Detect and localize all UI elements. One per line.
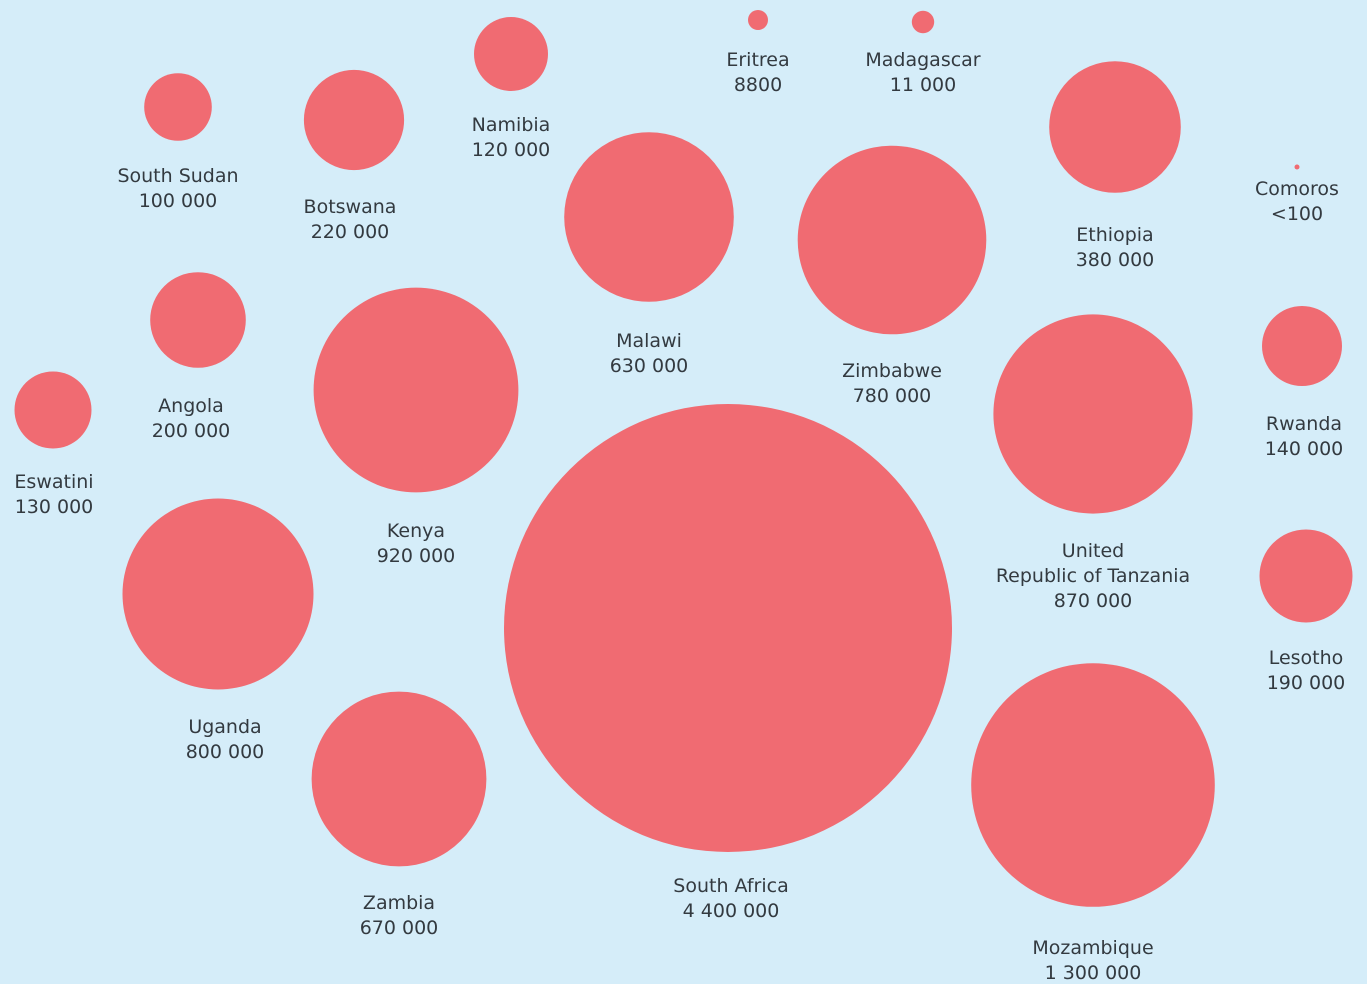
bubble-value-label-rwanda: 140 000 xyxy=(1265,438,1344,460)
bubble-circle-uganda xyxy=(122,498,314,690)
bubble-value-label-zimbabwe: 780 000 xyxy=(853,385,932,407)
bubble-botswana: Botswana 220 000 xyxy=(303,69,405,243)
bubble-value-label-united-republic-of-tanzania: 870 000 xyxy=(1054,590,1133,612)
bubble-rwanda: Rwanda 140 000 xyxy=(1262,306,1343,460)
bubble-value-label-uganda: 800 000 xyxy=(186,741,265,763)
bubble-value-label-eswatini: 130 000 xyxy=(15,496,94,518)
bubble-circle-madagascar xyxy=(911,10,935,34)
bubble-value-label-zambia: 670 000 xyxy=(360,917,439,939)
bubble-name-label-rwanda: Rwanda xyxy=(1266,413,1342,435)
bubble-name-label-united-republic-of-tanzania: Republic of Tanzania xyxy=(996,565,1190,587)
bubble-comoros: Comoros <100 xyxy=(1255,164,1339,225)
bubble-namibia: Namibia 120 000 xyxy=(472,17,551,161)
bubble-circle-eritrea xyxy=(748,10,768,30)
bubble-circle-south-africa xyxy=(504,404,952,852)
bubble-name-label-south-sudan: South Sudan xyxy=(117,165,238,187)
bubble-south-africa: South Africa 4 400 000 xyxy=(504,404,952,922)
bubble-name-label-madagascar: Madagascar xyxy=(865,49,980,71)
bubble-zimbabwe: Zimbabwe 780 000 xyxy=(797,145,987,407)
bubble-name-label-uganda: Uganda xyxy=(188,716,261,738)
bubble-name-label-eswatini: Eswatini xyxy=(14,471,93,493)
bubble-value-label-south-sudan: 100 000 xyxy=(139,190,218,212)
bubble-circle-angola xyxy=(150,272,246,368)
bubble-name-label-eritrea: Eritrea xyxy=(726,49,789,71)
bubble-eritrea: Eritrea 8800 xyxy=(726,10,790,96)
bubble-name-label-south-africa: South Africa xyxy=(673,875,788,897)
bubble-malawi: Malawi 630 000 xyxy=(564,132,734,377)
bubble-value-label-madagascar: 11 000 xyxy=(890,74,956,96)
bubble-name-label-angola: Angola xyxy=(158,395,224,417)
bubble-madagascar: Madagascar 11 000 xyxy=(865,10,981,96)
bubble-name-label-malawi: Malawi xyxy=(616,330,682,352)
bubble-circle-malawi xyxy=(564,132,734,302)
bubble-value-label-south-africa: 4 400 000 xyxy=(683,900,780,922)
bubble-lesotho: Lesotho 190 000 xyxy=(1259,529,1353,694)
bubble-value-label-mozambique: 1 300 000 xyxy=(1045,962,1142,984)
bubble-value-label-lesotho: 190 000 xyxy=(1267,672,1346,694)
bubble-value-label-angola: 200 000 xyxy=(152,420,231,442)
bubble-mozambique: Mozambique 1 300 000 xyxy=(971,663,1215,984)
bubble-circle-eswatini xyxy=(14,371,92,449)
bubble-circle-kenya xyxy=(313,287,519,493)
bubble-circle-lesotho xyxy=(1259,529,1353,623)
bubble-circle-rwanda xyxy=(1262,306,1342,386)
bubble-name-label-kenya: Kenya xyxy=(387,520,445,542)
bubble-circle-ethiopia xyxy=(1049,61,1181,193)
bubble-ethiopia: Ethiopia 380 000 xyxy=(1049,61,1181,271)
bubble-value-label-ethiopia: 380 000 xyxy=(1076,249,1155,271)
bubble-value-label-kenya: 920 000 xyxy=(377,545,456,567)
bubble-name-label-namibia: Namibia xyxy=(472,114,551,136)
bubble-name-label-zambia: Zambia xyxy=(363,892,435,914)
bubble-value-label-malawi: 630 000 xyxy=(610,355,689,377)
bubble-south-sudan: South Sudan 100 000 xyxy=(117,73,239,212)
bubble-name-label-mozambique: Mozambique xyxy=(1032,937,1153,959)
bubble-circle-namibia xyxy=(474,17,548,91)
bubble-circle-botswana xyxy=(303,69,405,171)
bubble-name-label-zimbabwe: Zimbabwe xyxy=(842,360,942,382)
bubble-name-label-lesotho: Lesotho xyxy=(1269,647,1344,669)
bubble-circle-comoros xyxy=(1294,164,1300,170)
bubble-kenya: Kenya 920 000 xyxy=(313,287,519,567)
bubble-angola: Angola 200 000 xyxy=(150,272,246,442)
bubble-value-label-comoros: <100 xyxy=(1271,203,1323,225)
bubble-circle-zimbabwe xyxy=(797,145,987,335)
bubble-circle-zambia xyxy=(311,691,487,867)
bubble-value-label-botswana: 220 000 xyxy=(311,221,390,243)
bubble-value-label-eritrea: 8800 xyxy=(734,74,782,96)
bubble-circle-mozambique xyxy=(971,663,1215,907)
bubble-value-label-namibia: 120 000 xyxy=(472,139,551,161)
bubble-name-label-ethiopia: Ethiopia xyxy=(1076,224,1153,246)
bubble-circle-south-sudan xyxy=(144,73,212,141)
bubble-eswatini: Eswatini 130 000 xyxy=(14,371,94,518)
bubble-uganda: Uganda 800 000 xyxy=(122,498,314,763)
bubble-name-label-comoros: Comoros xyxy=(1255,178,1339,200)
bubble-name-label-united-republic-of-tanzania: United xyxy=(1062,540,1124,562)
bubble-zambia: Zambia 670 000 xyxy=(311,691,487,939)
bubble-circle-united-republic-of-tanzania xyxy=(993,314,1193,514)
bubble-name-label-botswana: Botswana xyxy=(304,196,397,218)
